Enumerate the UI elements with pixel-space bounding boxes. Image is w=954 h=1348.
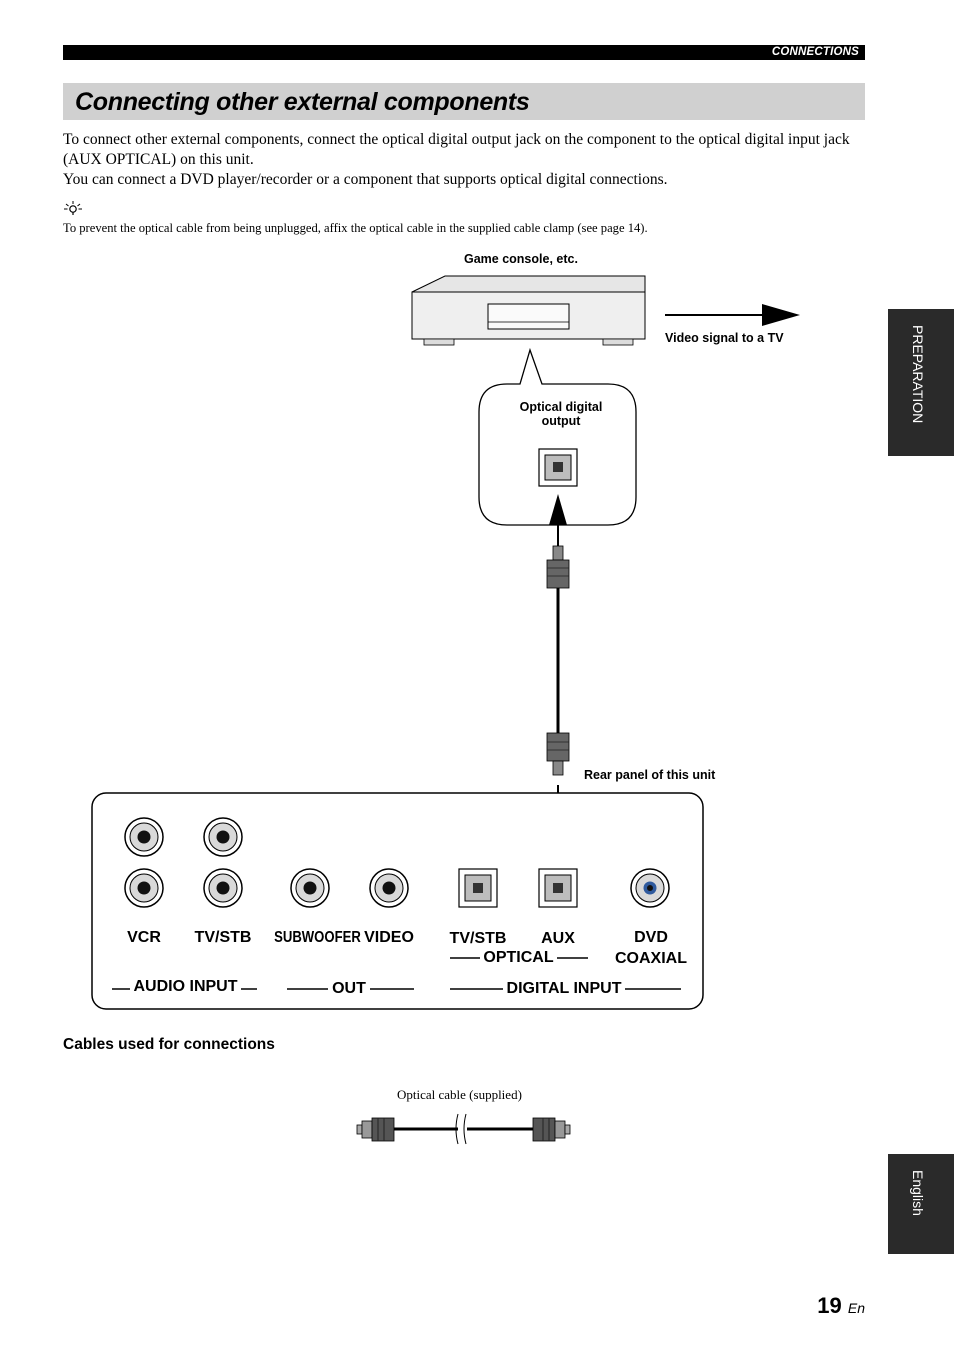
lightbulb-icon <box>64 201 82 215</box>
group-lines <box>112 957 681 990</box>
jack-label-coaxial: COAXIAL <box>615 950 687 967</box>
jack-label-subwoofer: SUBWOOFER <box>274 929 361 946</box>
rca-jacks <box>124 817 670 908</box>
device-optical-jack-icon <box>538 448 578 487</box>
tv-stb-optical-jack-icon <box>458 868 498 908</box>
tv-stb-jack-bottom-icon <box>203 868 243 908</box>
dvd-coaxial-jack-icon <box>630 868 670 908</box>
vcr-jack-top-icon <box>124 817 164 857</box>
side-tab-language-label: English <box>910 1170 926 1216</box>
group-label-digital-input: DIGITAL INPUT <box>506 980 622 997</box>
video-signal-arrow-icon <box>665 304 800 326</box>
optical-output-callout <box>478 347 637 526</box>
video-jack-icon <box>369 868 409 908</box>
side-tab-preparation-label: PREPARATION <box>910 325 926 424</box>
title-band: Connecting other external components <box>63 83 865 120</box>
group-label-optical: OPTICAL <box>483 949 554 966</box>
side-tab-preparation: PREPARATION <box>888 309 954 456</box>
jack-label-dvd: DVD <box>634 929 668 946</box>
optical-output-label: Optical digital output <box>519 400 603 428</box>
group-label-audio-input: AUDIO INPUT <box>133 978 238 995</box>
optical-cable-icon <box>356 1113 571 1145</box>
video-signal-label: Video signal to a TV <box>665 331 784 345</box>
subwoofer-jack-icon <box>290 868 330 908</box>
page-title: Connecting other external components <box>75 88 530 116</box>
jack-label-tv-stb: TV/STB <box>194 929 252 946</box>
page-number-value: 19 <box>817 1293 842 1318</box>
rear-panel-label: Rear panel of this unit <box>584 768 716 782</box>
side-tab-language: English <box>888 1154 954 1254</box>
device-label: Game console, etc. <box>464 252 578 266</box>
tv-stb-jack-top-icon <box>203 817 243 857</box>
jack-label-aux: AUX <box>541 930 575 947</box>
cable-caption: Optical cable (supplied) <box>397 1087 522 1102</box>
intro-paragraph-2: You can connect a DVD player/recorder or… <box>63 171 668 188</box>
vcr-jack-bottom-icon <box>124 868 164 908</box>
jack-label-vcr: VCR <box>127 929 161 946</box>
aux-optical-jack-icon <box>538 868 578 908</box>
page-number: 19 En <box>817 1293 865 1319</box>
intro-paragraph-1: To connect other external components, co… <box>63 131 850 168</box>
cables-heading: Cables used for connections <box>63 1036 275 1053</box>
section-label: CONNECTIONS <box>771 46 859 58</box>
page-number-suffix: En <box>847 1300 865 1316</box>
jack-label-optical-tv-stb: TV/STB <box>449 930 507 947</box>
game-console-icon <box>411 275 646 346</box>
header-bar: CONNECTIONS <box>63 45 865 60</box>
jack-label-video: VIDEO <box>364 929 414 946</box>
tip-text: To prevent the optical cable from being … <box>63 221 648 235</box>
group-label-out: OUT <box>332 980 366 997</box>
